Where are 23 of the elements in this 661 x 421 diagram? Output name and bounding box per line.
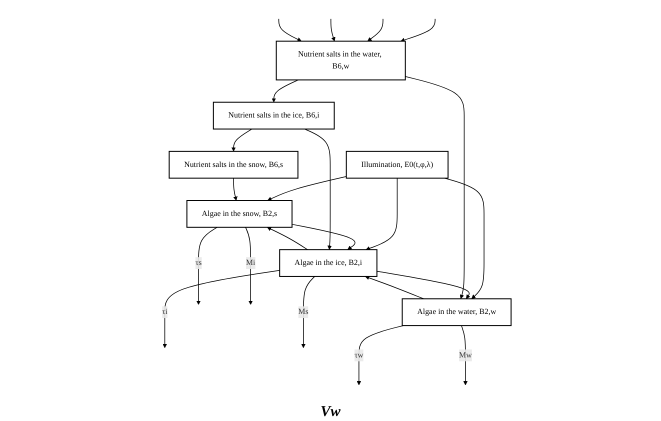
arrow	[272, 80, 299, 102]
arrow	[444, 178, 484, 299]
arrow	[231, 128, 252, 152]
arrow	[461, 325, 468, 386]
arrow	[233, 178, 238, 201]
arrow	[301, 276, 316, 348]
arrow	[267, 227, 308, 250]
arrow	[365, 276, 424, 300]
arrow	[404, 76, 465, 299]
arrow	[278, 18, 302, 42]
arrow	[292, 224, 356, 250]
arrow	[304, 128, 332, 250]
arrow	[366, 178, 398, 250]
arrow	[356, 325, 404, 386]
flow-label: Vw	[320, 404, 340, 420]
arrow	[196, 226, 218, 305]
arrow	[367, 18, 384, 42]
arrow	[267, 176, 347, 201]
arrow	[330, 18, 336, 42]
arrow	[400, 18, 436, 42]
arrow	[376, 270, 470, 299]
arrow	[162, 270, 280, 348]
arrow	[245, 226, 253, 305]
